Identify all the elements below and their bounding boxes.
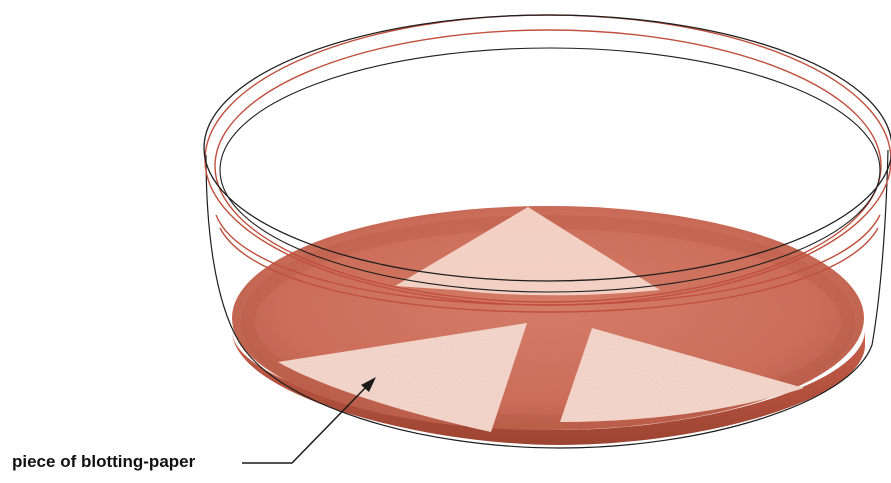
blotting-paper-label: piece of blotting-paper [12, 452, 195, 472]
